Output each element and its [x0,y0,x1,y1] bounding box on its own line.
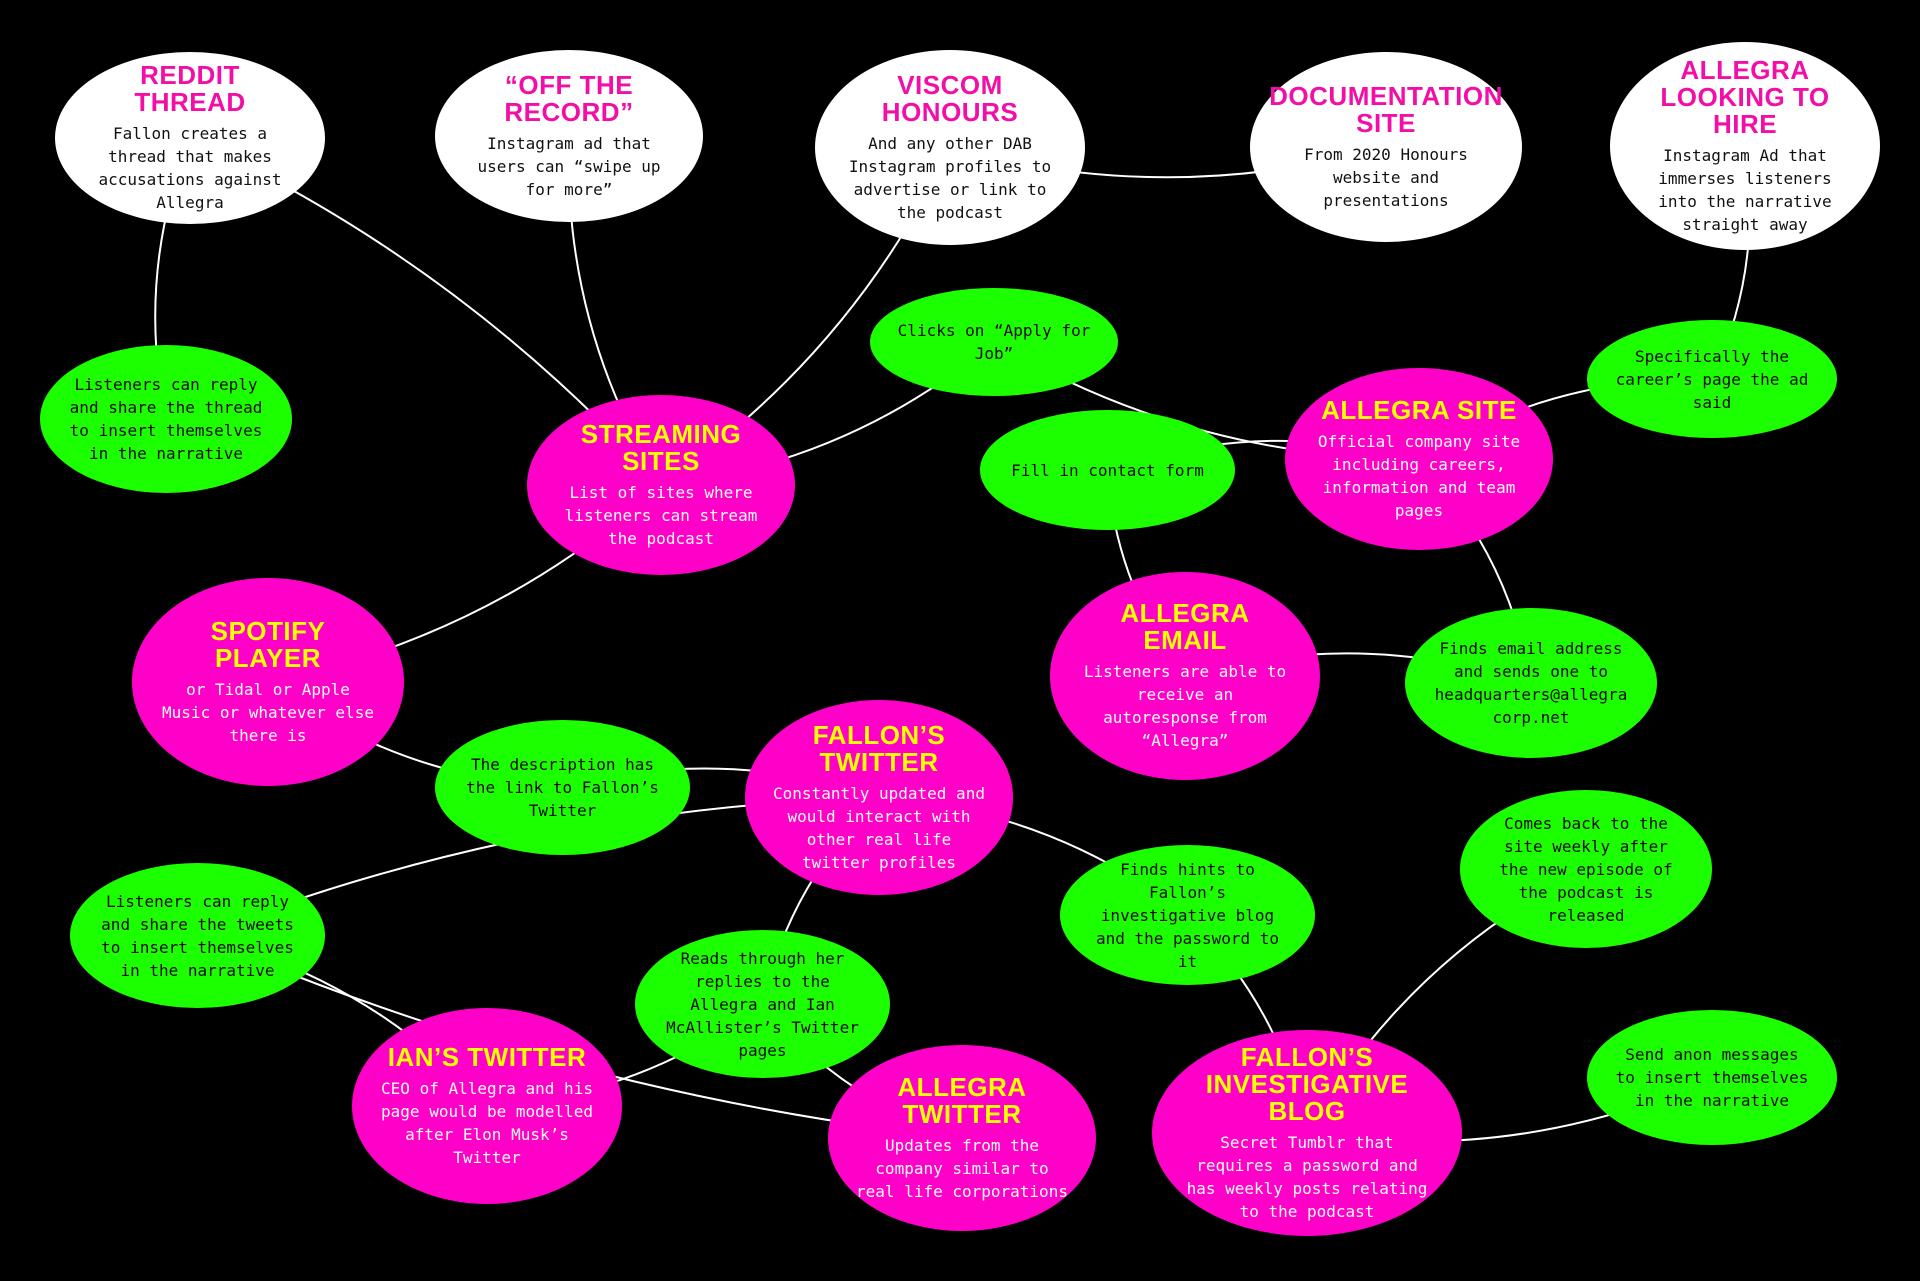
node-description: From 2020 Honours website and presentati… [1304,144,1468,210]
node-title: STREAMING SITES [580,418,742,476]
node-reddit-reply: Listeners can reply and share the thread… [40,345,292,493]
node-description: Listeners can reply and share the tweets… [101,891,294,980]
node-comes-back: Comes back to the site weekly after the … [1460,790,1712,948]
node-documentation-site: DOCUMENTATION SITE From 2020 Honours web… [1250,52,1522,242]
node-title: VISCOM HONOURS [881,69,1019,127]
node-allegra-looking-to-hire: ALLEGRA LOOKING TO HIRE Instagram Ad tha… [1610,42,1880,250]
node-title: ALLEGRA EMAIL [1120,598,1250,655]
node-description: Specifically the career’s page the ad sa… [1615,346,1809,412]
node-viscom-honours: VISCOM HONOURS And any other DAB Instagr… [815,50,1085,245]
node-description: Fill in contact form [1011,460,1204,480]
node-description: Finds email address and sends one to hea… [1434,639,1628,727]
node-finds-email: Finds email address and sends one to hea… [1405,608,1657,758]
node-description: Clicks on “Apply for Job” [897,321,1091,363]
node-description: or Tidal or Apple Music or whatever else… [162,679,374,745]
node-description: Reads through her replies to the Allegra… [666,948,859,1060]
node-reddit-thread: REDDIT THREAD Fallon creates a thread th… [55,52,325,224]
node-description: Updates from the company similar to real… [856,1135,1068,1201]
node-reads-replies: Reads through her replies to the Allegra… [635,930,890,1078]
node-description-link: The description has the link to Fallon’s… [435,720,690,855]
node-allegra-twitter: ALLEGRA TWITTER Updates from the company… [828,1045,1096,1231]
node-description: Fallon creates a thread that makes accus… [98,124,282,212]
node-title: ALLEGRA SITE [1321,394,1517,425]
node-description: Instagram Ad that immerses listeners int… [1658,145,1832,234]
node-title: REDDIT THREAD [134,60,246,117]
node-description: Listeners can reply and share the thread… [69,375,263,463]
node-ians-twitter: IAN’S TWITTER CEO of Allegra and his pag… [352,1008,622,1204]
node-title: ALLEGRA LOOKING TO HIRE [1660,54,1830,139]
node-allegra-email: ALLEGRA EMAIL Listeners are able to rece… [1050,572,1320,780]
node-finds-hints: Finds hints to Fallon’s investigative bl… [1060,845,1315,985]
node-title: FALLON’S INVESTIGATIVE BLOG [1205,1041,1409,1126]
node-description: Listeners are able to receive an autores… [1083,662,1287,750]
node-tweets-reply: Listeners can reply and share the tweets… [70,863,325,1008]
node-title: FALLON’S TWITTER [812,719,946,777]
node-description: Comes back to the site weekly after the … [1499,813,1673,925]
node-off-the-record: “OFF THE RECORD” Instagram ad that users… [435,50,703,222]
node-title: SPOTIFY PLAYER [210,615,326,673]
node-description: CEO of Allegra and his page would be mod… [381,1078,593,1167]
node-description: Send anon messages to insert themselves … [1615,1045,1809,1110]
node-fallons-investigative-blog: FALLON’S INVESTIGATIVE BLOG Secret Tumbl… [1152,1030,1462,1236]
node-description: Secret Tumblr that requires a password a… [1186,1132,1428,1221]
node-title: “OFF THE RECORD” [504,69,634,127]
node-title: IAN’S TWITTER [387,1041,587,1072]
node-description: Official company site including careers,… [1317,431,1521,520]
node-description: Constantly updated and would interact wi… [773,783,985,872]
node-anon-messages: Send anon messages to insert themselves … [1587,1010,1837,1145]
node-careers-page: Specifically the career’s page the ad sa… [1587,320,1837,438]
node-description: List of sites where listeners can stream… [564,482,758,548]
node-streaming-sites: STREAMING SITES List of sites where list… [527,395,795,575]
node-description: Finds hints to Fallon’s investigative bl… [1095,859,1280,971]
node-spotify-player: SPOTIFY PLAYER or Tidal or Apple Music o… [132,578,404,786]
node-title: DOCUMENTATION SITE [1269,80,1503,138]
node-description: The description has the link to Fallon’s… [466,755,659,820]
node-description: Instagram ad that users can “swipe up fo… [477,133,661,199]
node-fallons-twitter: FALLON’S TWITTER Constantly updated and … [745,700,1013,895]
node-contact-form: Fill in contact form [980,410,1235,530]
node-title: ALLEGRA TWITTER [897,1071,1027,1129]
node-description: And any other DAB Instagram profiles to … [848,133,1052,222]
node-apply-for-job: Clicks on “Apply for Job” [870,288,1118,396]
node-allegra-site: ALLEGRA SITE Official company site inclu… [1285,368,1553,550]
